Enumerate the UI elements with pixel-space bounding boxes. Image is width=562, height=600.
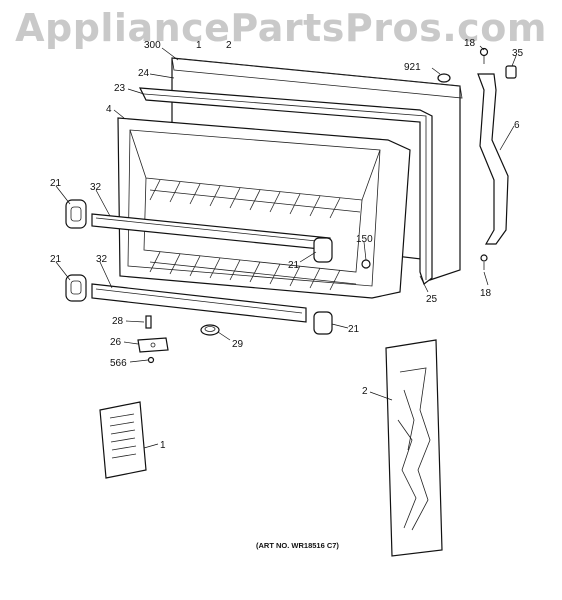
label-6: 6 (514, 120, 520, 131)
handle-screw-bottom[interactable] (480, 254, 488, 270)
label-35: 35 (512, 48, 524, 59)
label-1-manual: 1 (160, 440, 166, 451)
bar-end-cap-upper-left[interactable] (65, 199, 87, 229)
label-23: 23 (114, 83, 126, 94)
label-18-top: 18 (464, 38, 476, 49)
label-24: 24 (138, 68, 150, 79)
bar-end-cap-lower-right[interactable] (313, 311, 333, 335)
label-32-lower: 32 (96, 254, 108, 265)
handle-cap[interactable] (505, 65, 517, 79)
bar-end-cap-upper-right[interactable] (313, 237, 333, 263)
owner-manual[interactable] (99, 401, 147, 479)
handle-screw-top[interactable] (479, 47, 489, 65)
part-566-screw[interactable] (147, 356, 155, 364)
label-29: 29 (232, 339, 244, 350)
label-26: 26 (110, 337, 122, 348)
label-21-upper-right: 21 (288, 260, 300, 271)
part-26-bracket[interactable] (137, 337, 169, 353)
label-21-lower-left: 21 (50, 254, 62, 265)
bar-end-cap-lower-left[interactable] (65, 274, 87, 302)
label-32-upper: 32 (90, 182, 102, 193)
label-21-lower-right: 21 (348, 324, 360, 335)
label-1: 1 (196, 40, 202, 51)
part-29-plug[interactable] (200, 324, 220, 336)
label-28: 28 (112, 316, 124, 327)
door-liner[interactable] (117, 117, 411, 299)
label-4: 4 (106, 104, 112, 115)
label-300: 300 (144, 40, 161, 51)
door-foam-panel[interactable] (385, 339, 443, 557)
label-25: 25 (426, 294, 438, 305)
plug-button[interactable] (437, 73, 451, 83)
door-bar-lower[interactable] (91, 283, 307, 323)
label-2: 2 (226, 40, 232, 51)
label-150: 150 (356, 234, 373, 245)
part-150-fastener[interactable] (361, 259, 371, 269)
label-921: 921 (404, 62, 421, 73)
label-18-bottom: 18 (480, 288, 492, 299)
label-21-upper-left: 21 (50, 178, 62, 189)
door-handle[interactable] (477, 73, 509, 245)
label-566: 566 (110, 358, 127, 369)
leader-lines (55, 45, 517, 449)
part-28-screw[interactable] (145, 315, 152, 329)
art-number: (ART NO. WR18516 C7) (256, 541, 339, 550)
label-2-panel: 2 (362, 386, 368, 397)
